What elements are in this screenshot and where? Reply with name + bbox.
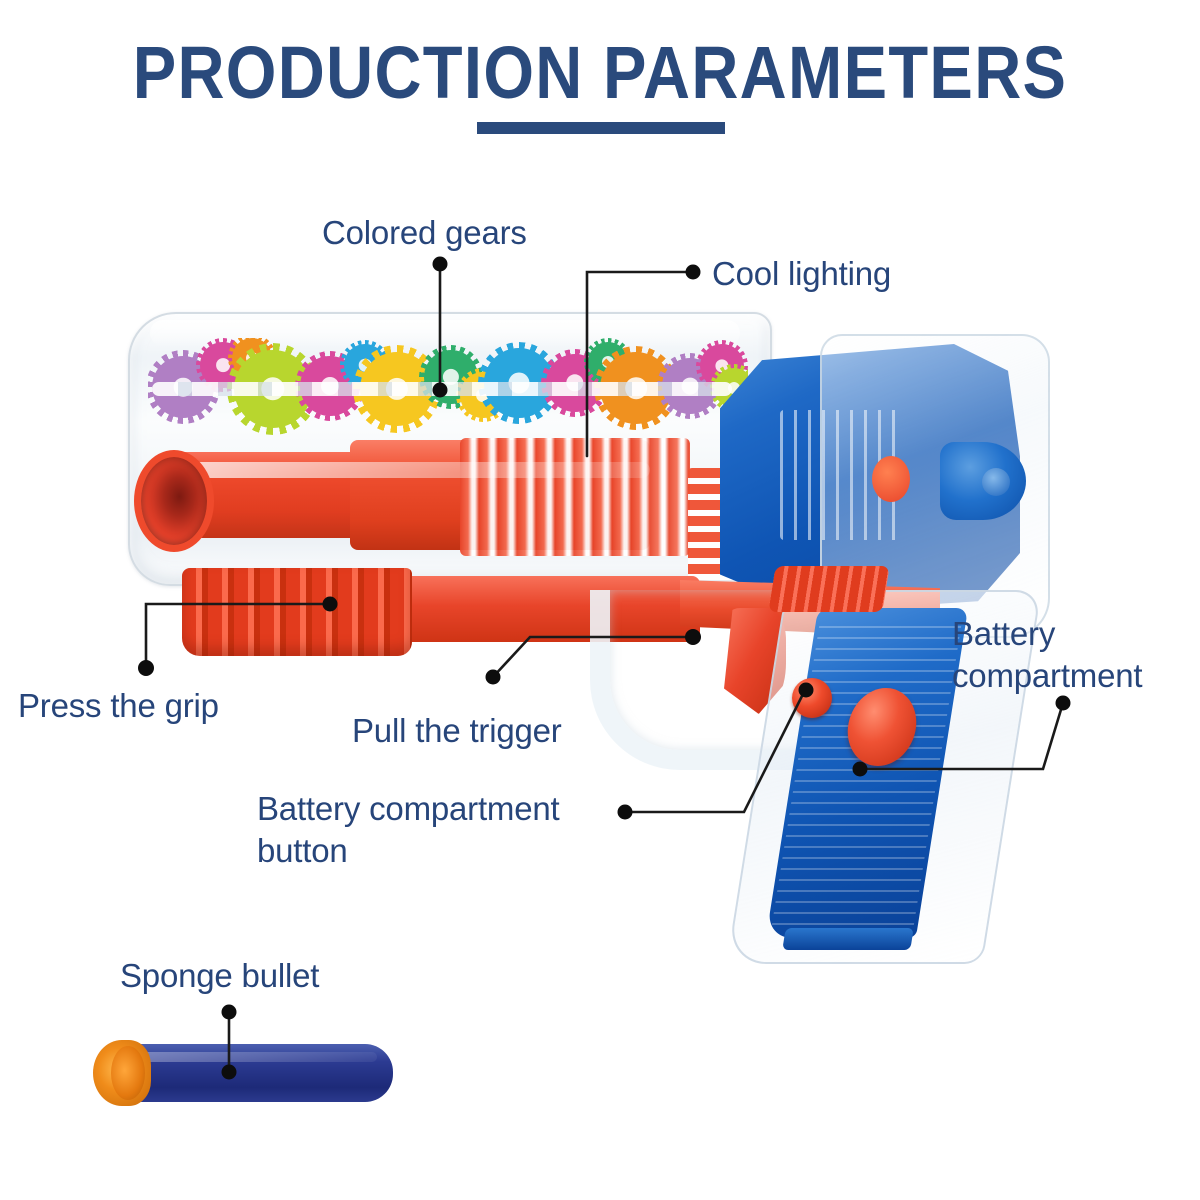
red-slide-tab bbox=[768, 566, 890, 612]
callout-cool-lighting: Cool lighting bbox=[712, 255, 892, 292]
bullet-tip-inner bbox=[111, 1046, 145, 1100]
barrel-coil-spring bbox=[460, 438, 690, 556]
callout-battery-compartment-button: Battery compartment button bbox=[257, 790, 560, 870]
barrel-highlight bbox=[180, 462, 650, 478]
gear-hub bbox=[442, 368, 460, 386]
red-press-grip[interactable] bbox=[182, 568, 412, 656]
title-underline bbox=[477, 122, 725, 134]
page-title: PRODUCTION PARAMETERS bbox=[132, 31, 1068, 114]
gear-hub bbox=[216, 358, 230, 372]
bullet-foam-body bbox=[125, 1044, 393, 1102]
bullet-highlight bbox=[137, 1052, 377, 1062]
callout-battery-compartment: Battery compartment bbox=[952, 615, 1143, 695]
hammer-pivot-dot bbox=[982, 468, 1010, 496]
callout-pull-the-trigger: Pull the trigger bbox=[352, 712, 562, 749]
cool-lighting-led bbox=[872, 456, 910, 502]
callout-press-the-grip: Press the grip bbox=[18, 687, 219, 724]
grip-base bbox=[782, 928, 914, 950]
gear-axle-rail bbox=[152, 382, 732, 396]
product-illustration bbox=[120, 290, 1050, 970]
header: PRODUCTION PARAMETERS bbox=[0, 36, 1200, 110]
callout-sponge-bullet: Sponge bullet bbox=[120, 957, 320, 994]
battery-compartment-button[interactable] bbox=[792, 678, 832, 718]
muzzle-opening bbox=[134, 450, 214, 552]
sponge-bullet-illustration bbox=[85, 1040, 395, 1108]
callout-colored-gears: Colored gears bbox=[322, 214, 527, 251]
